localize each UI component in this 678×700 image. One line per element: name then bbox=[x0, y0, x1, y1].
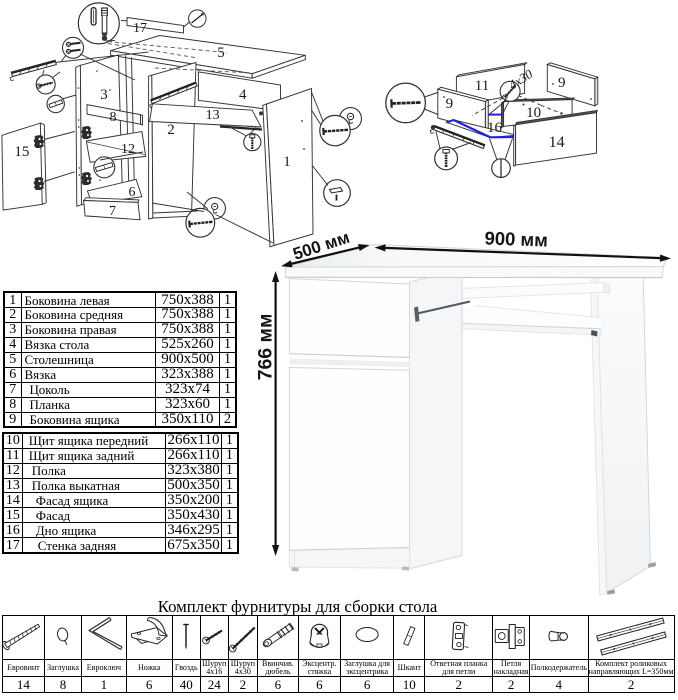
svg-text:2: 2 bbox=[167, 122, 175, 138]
svg-text:14: 14 bbox=[549, 134, 565, 151]
svg-text:4х30: 4х30 bbox=[506, 66, 536, 93]
svg-text:3: 3 bbox=[100, 87, 108, 103]
svg-text:8: 8 bbox=[110, 110, 117, 125]
svg-text:9: 9 bbox=[446, 96, 454, 112]
svg-text:5: 5 bbox=[217, 45, 225, 61]
svg-text:4: 4 bbox=[239, 87, 247, 103]
svg-text:900 мм: 900 мм bbox=[484, 227, 548, 250]
svg-text:16: 16 bbox=[487, 120, 503, 136]
svg-text:11: 11 bbox=[475, 78, 489, 94]
svg-text:15: 15 bbox=[14, 144, 29, 160]
svg-text:7: 7 bbox=[109, 204, 116, 219]
svg-text:6: 6 bbox=[129, 185, 136, 200]
svg-text:500 мм: 500 мм bbox=[291, 228, 352, 264]
svg-text:9: 9 bbox=[558, 75, 566, 91]
svg-text:13: 13 bbox=[206, 108, 220, 123]
svg-text:10: 10 bbox=[526, 105, 541, 121]
svg-text:12: 12 bbox=[121, 142, 135, 157]
svg-text:17: 17 bbox=[133, 21, 147, 36]
svg-text:766 мм: 766 мм bbox=[255, 314, 277, 381]
svg-text:1: 1 bbox=[283, 154, 291, 170]
